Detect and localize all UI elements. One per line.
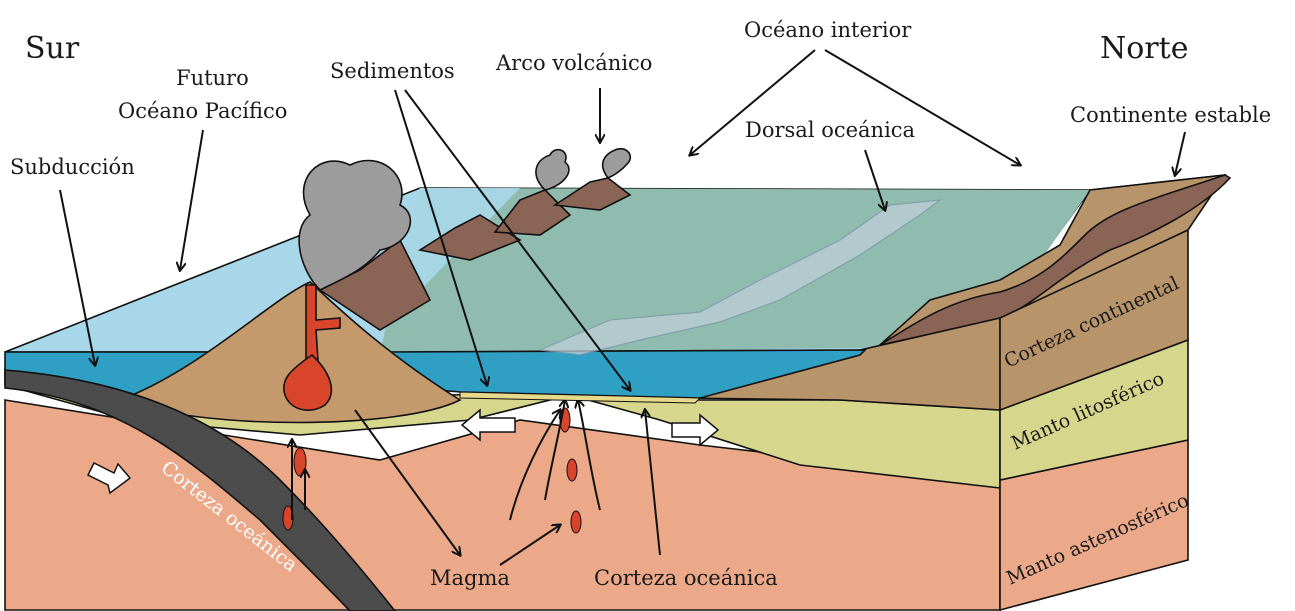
label-oceano-pacifico: Océano Pacífico bbox=[118, 99, 287, 123]
magma-blob-4 bbox=[567, 459, 577, 481]
label-magma: Magma bbox=[430, 566, 510, 590]
label-arco-volcanico: Arco volcánico bbox=[495, 51, 652, 75]
label-futuro: Futuro bbox=[176, 66, 249, 90]
label-continente-estable: Continente estable bbox=[1070, 103, 1271, 127]
label-subduccion: Subducción bbox=[10, 155, 135, 179]
label-dorsal-oceanica: Dorsal oceánica bbox=[745, 118, 915, 142]
label-sedimentos: Sedimentos bbox=[330, 59, 455, 83]
smoke-plume-3 bbox=[603, 149, 631, 178]
label-norte: Norte bbox=[1100, 31, 1188, 66]
label-corteza-oceanica: Corteza oceánica bbox=[594, 566, 778, 590]
smoke-plume-2 bbox=[536, 150, 569, 190]
label-sur: Sur bbox=[25, 31, 80, 66]
magma-blob-5 bbox=[571, 511, 581, 533]
label-oceano-interior: Océano interior bbox=[744, 18, 912, 42]
